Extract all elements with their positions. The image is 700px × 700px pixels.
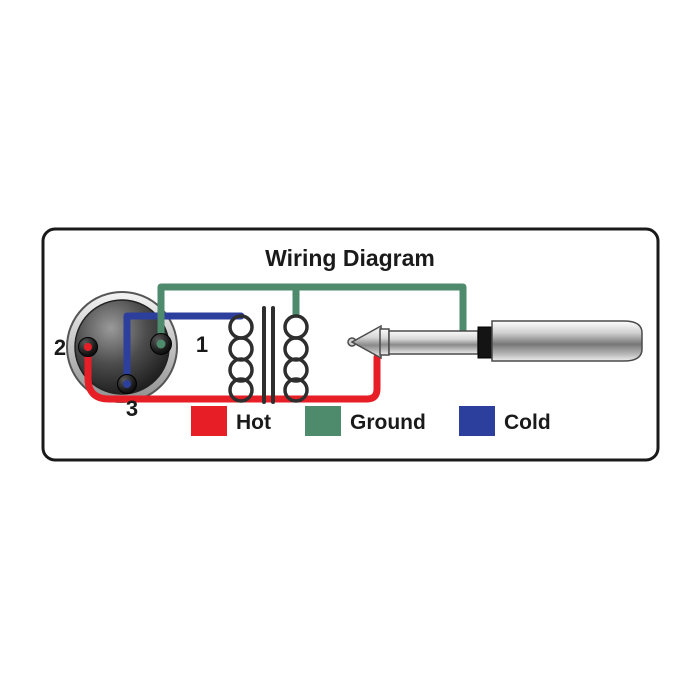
pin-3-cold-dot [123,380,131,388]
legend-swatch-hot [191,406,227,436]
legend: Hot Ground Cold [191,406,551,436]
transformer-secondary-coil [283,314,309,403]
pin-3-label: 3 [126,396,138,421]
legend-label-hot: Hot [236,411,271,434]
jack-insulator-ring [477,326,493,359]
pin-2-label: 2 [54,335,66,360]
cold-wire [123,312,245,388]
legend-label-cold: Cold [504,411,551,434]
jack-shaft [388,330,479,355]
legend-swatch-ground [305,406,341,436]
jack-barrel [491,320,643,362]
transformer [228,306,309,404]
legend-label-ground: Ground [350,411,426,434]
jack-plug [347,320,643,362]
pin-1-ground-dot [156,339,166,349]
xlr-pins [78,333,172,394]
transformer-core [262,306,275,404]
diagram-title: Wiring Diagram [265,245,435,271]
pin-1-label: 1 [196,332,208,357]
pin-2-hot-dot [84,343,92,351]
transformer-primary-coil [228,314,254,403]
legend-swatch-cold [459,406,495,436]
jack-tip-groove [379,328,390,356]
ground-wire [157,283,467,348]
